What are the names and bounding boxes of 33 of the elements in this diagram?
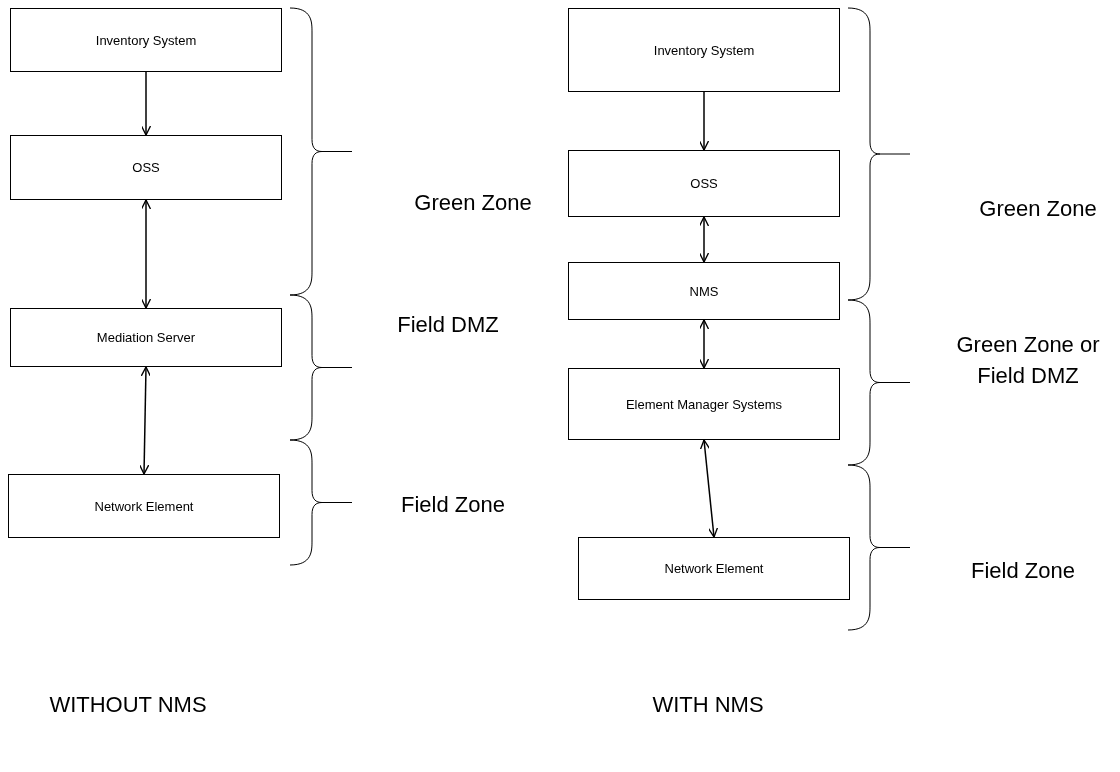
zone-label: Green Zone: [413, 189, 533, 217]
arrow: [140, 71, 152, 136]
system-box: [568, 368, 840, 440]
column-caption: WITH NMS: [651, 691, 765, 719]
column-caption: WITHOUT NMS: [48, 691, 208, 719]
arrow: [698, 216, 710, 263]
system-box: [10, 8, 282, 72]
zone-label: Green Zone: [978, 195, 1098, 223]
zone-label: Green Zone or Field DMZ: [955, 331, 1101, 390]
box-label: Inventory System: [653, 42, 755, 58]
box-label: Mediation Server: [96, 330, 196, 345]
system-box: [10, 135, 282, 200]
system-box: [8, 474, 280, 538]
box-label: NMS: [689, 283, 719, 299]
system-box: [10, 308, 282, 367]
zone-label: Field Zone: [400, 491, 506, 519]
arrow: [699, 439, 719, 538]
zone-label: Field Zone: [970, 557, 1076, 585]
box-label: Element Manager Systems: [625, 396, 783, 412]
box-label: OSS: [690, 176, 718, 191]
arrow: [139, 366, 151, 475]
system-box: [568, 150, 840, 217]
box-label: OSS: [132, 160, 160, 175]
box-label: Network Element: [94, 498, 194, 514]
zone-label: Field DMZ: [396, 311, 500, 339]
arrow: [698, 91, 710, 151]
box-label: Inventory System: [95, 32, 197, 48]
system-box: [578, 537, 850, 600]
system-box: [568, 262, 840, 320]
arrow: [140, 199, 152, 309]
arrow: [698, 319, 710, 369]
system-box: [568, 8, 840, 92]
box-label: Network Element: [664, 561, 764, 576]
